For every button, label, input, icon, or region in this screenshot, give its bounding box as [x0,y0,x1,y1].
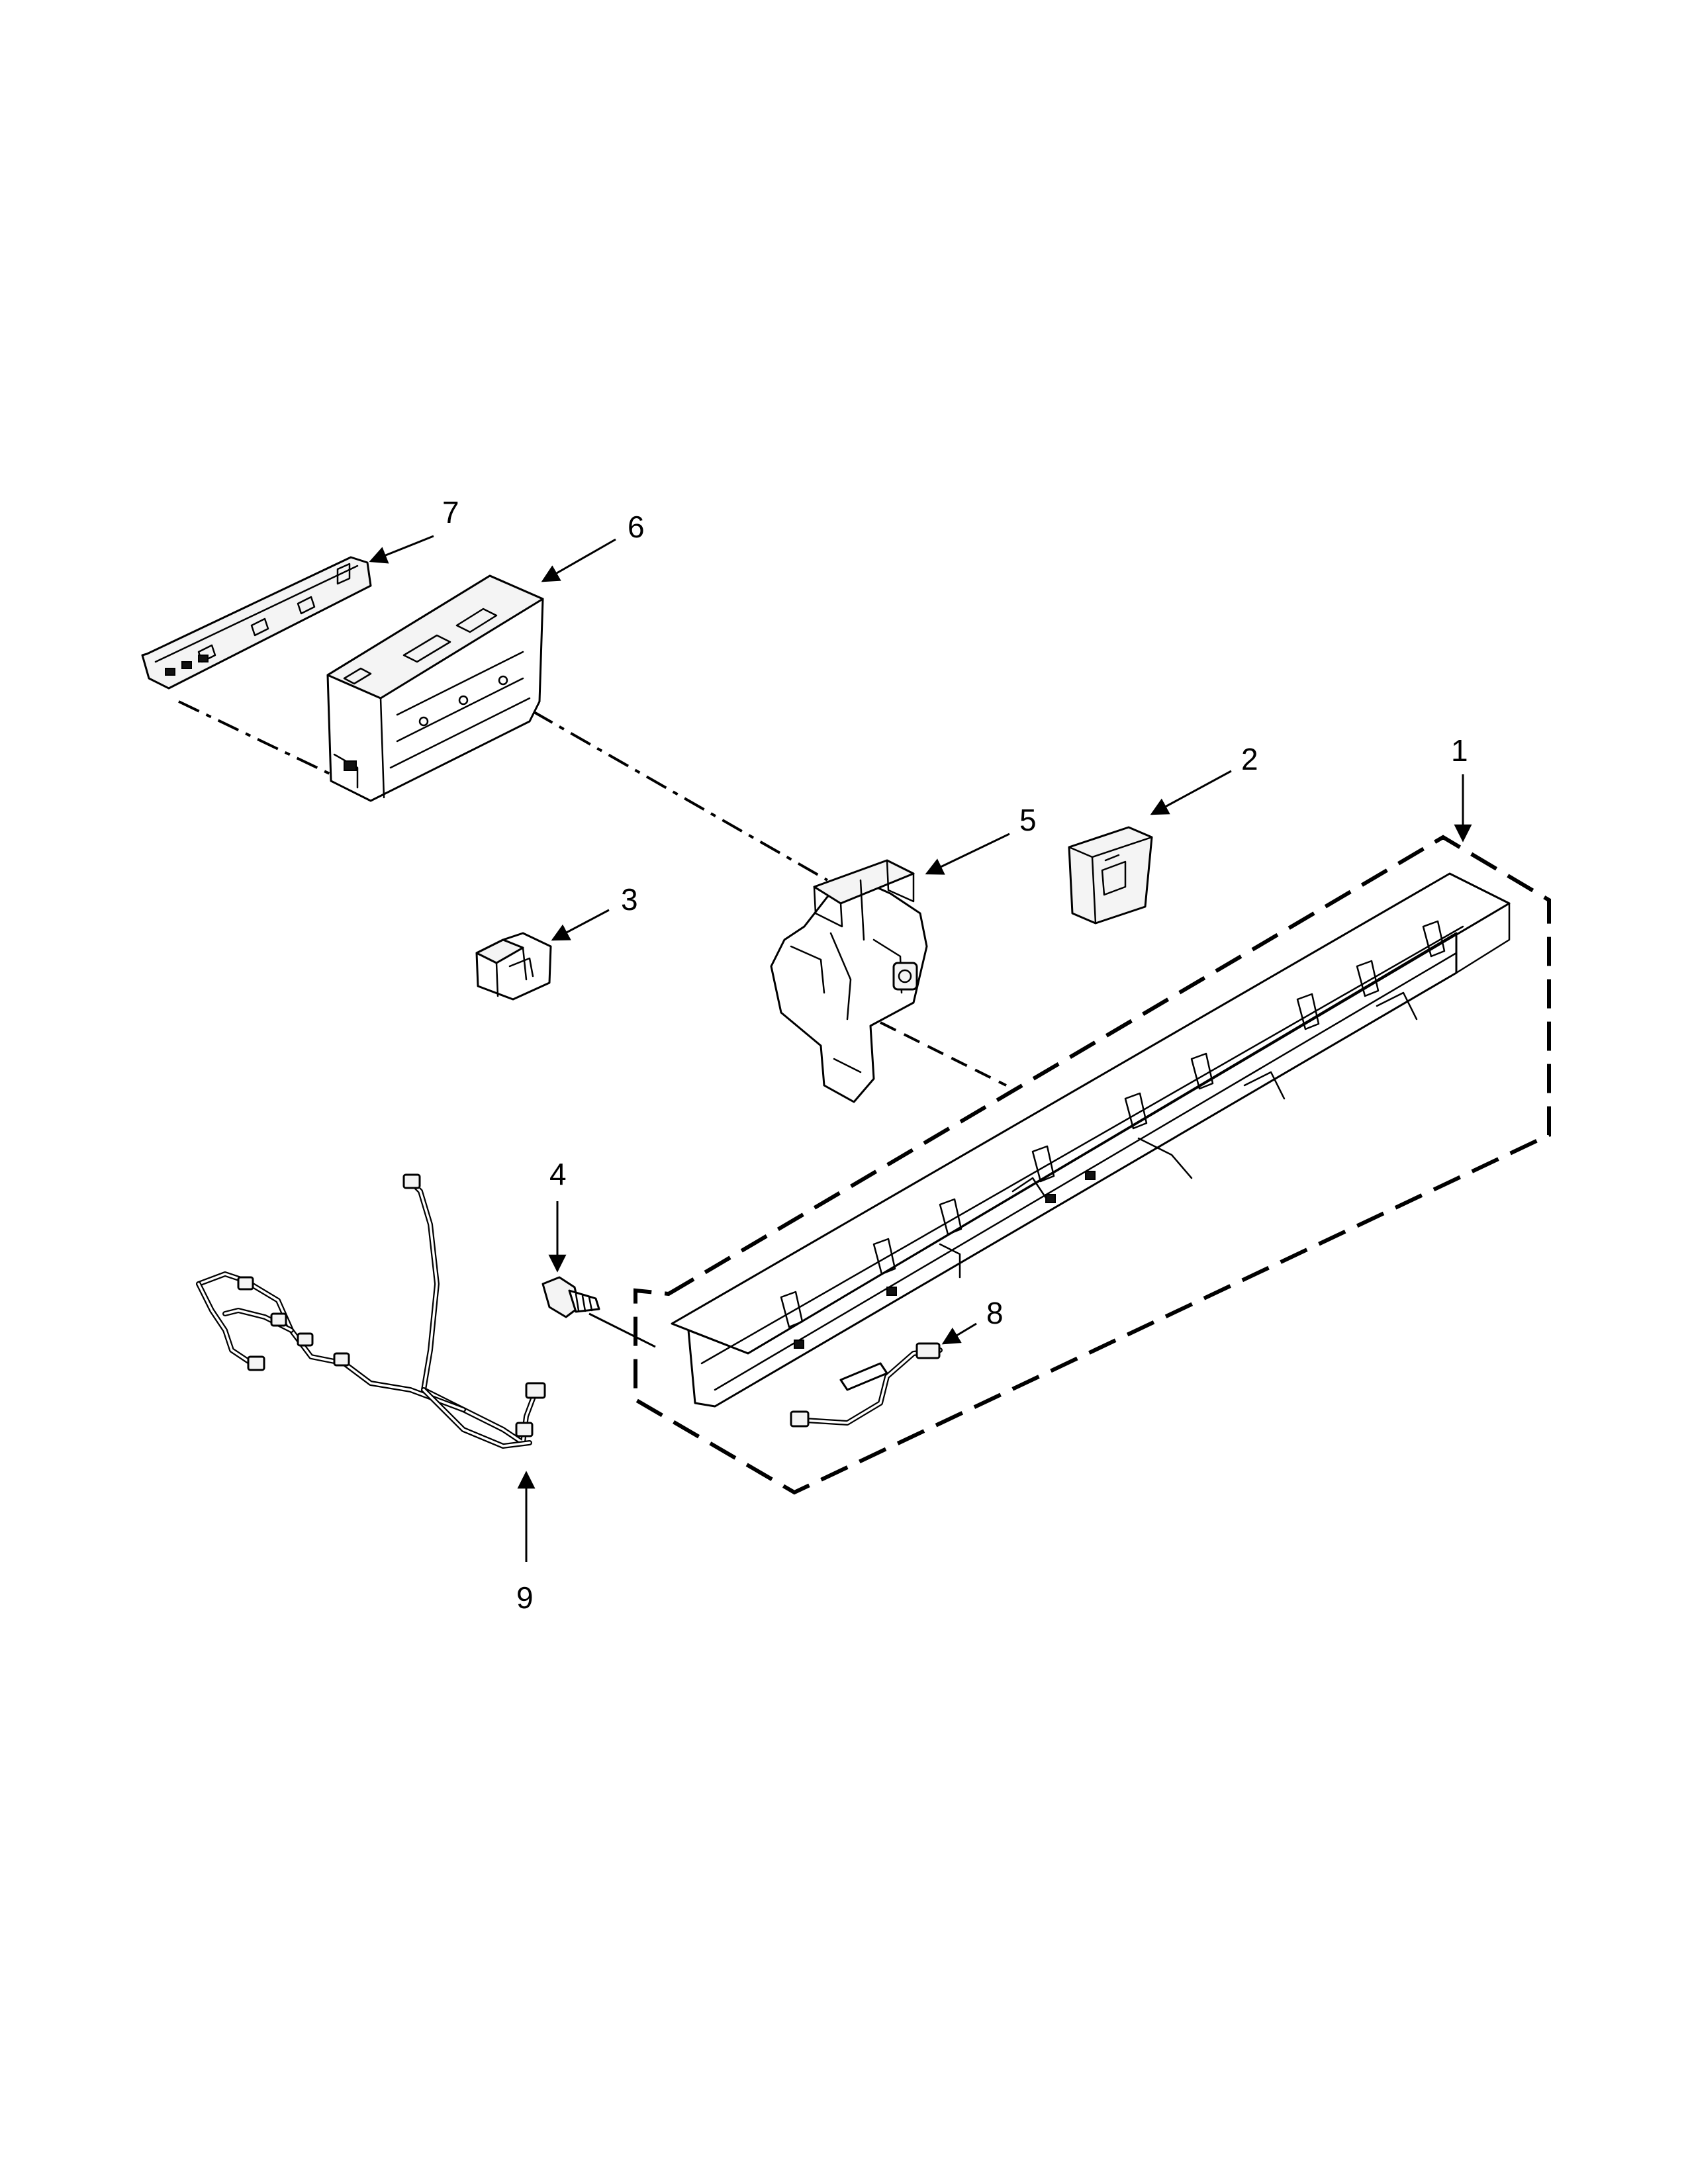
assembly-guide-lines [178,700,1007,1348]
part-4-screw [541,1276,600,1318]
callout-3: 3 [621,882,638,917]
part-1-console-assembly [633,835,1551,1495]
callout-2: 2 [1241,742,1258,776]
part-6-control-housing [326,574,544,802]
part-9-wire-harness-main [196,1173,546,1449]
callout-8: 8 [986,1296,1004,1330]
callout-4: 4 [549,1157,567,1191]
part-5-latch-assembly [770,859,928,1103]
part-8-wire-harness-small [790,1342,943,1428]
callout-1: 1 [1451,733,1468,768]
leader-arrows [369,535,1472,1562]
part-2-plate [1068,826,1153,925]
callout-9: 9 [516,1580,534,1615]
part-7-bracket [141,556,372,690]
callout-7: 7 [442,495,459,529]
callout-5: 5 [1019,803,1037,837]
callout-6: 6 [628,510,645,544]
part-3-clip [475,932,552,1001]
callout-labels: 1 2 3 4 5 6 7 8 9 [442,495,1468,1615]
